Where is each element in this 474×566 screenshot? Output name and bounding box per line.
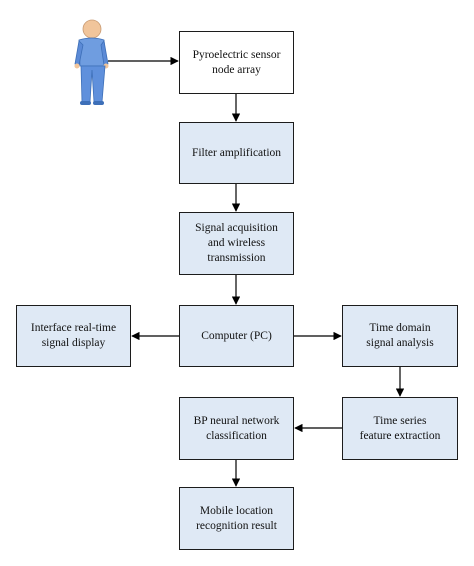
computer-node: Computer (PC) <box>179 305 294 367</box>
bp-node-label: BP neural network classification <box>193 414 280 442</box>
feature-node: Time series feature extraction <box>342 397 458 460</box>
feature-node-label: Time series feature extraction <box>359 414 441 442</box>
interface-node-label: Interface real-time signal display <box>30 322 117 349</box>
sensor-node: Pyroelectric sensor node array <box>179 31 294 94</box>
acquisition-node-label: Signal acquisition and wireless transmis… <box>195 222 278 264</box>
filter-node: Filter amplification <box>179 122 294 184</box>
person-icon <box>74 19 109 105</box>
result-node-label: Mobile location recognition result <box>196 504 277 532</box>
interface-node: Interface real-time signal display <box>16 305 131 367</box>
filter-node-label: Filter amplification <box>191 146 282 159</box>
computer-node-label: Computer (PC) <box>201 329 272 342</box>
time-domain-node-label: Time domain signal analysis <box>366 322 434 349</box>
result-node: Mobile location recognition result <box>179 487 294 550</box>
sensor-node-label: Pyroelectric sensor node array <box>192 48 281 76</box>
bp-node: BP neural network classification <box>179 397 294 460</box>
time-domain-node: Time domain signal analysis <box>342 305 458 367</box>
acquisition-node: Signal acquisition and wireless transmis… <box>179 212 294 275</box>
